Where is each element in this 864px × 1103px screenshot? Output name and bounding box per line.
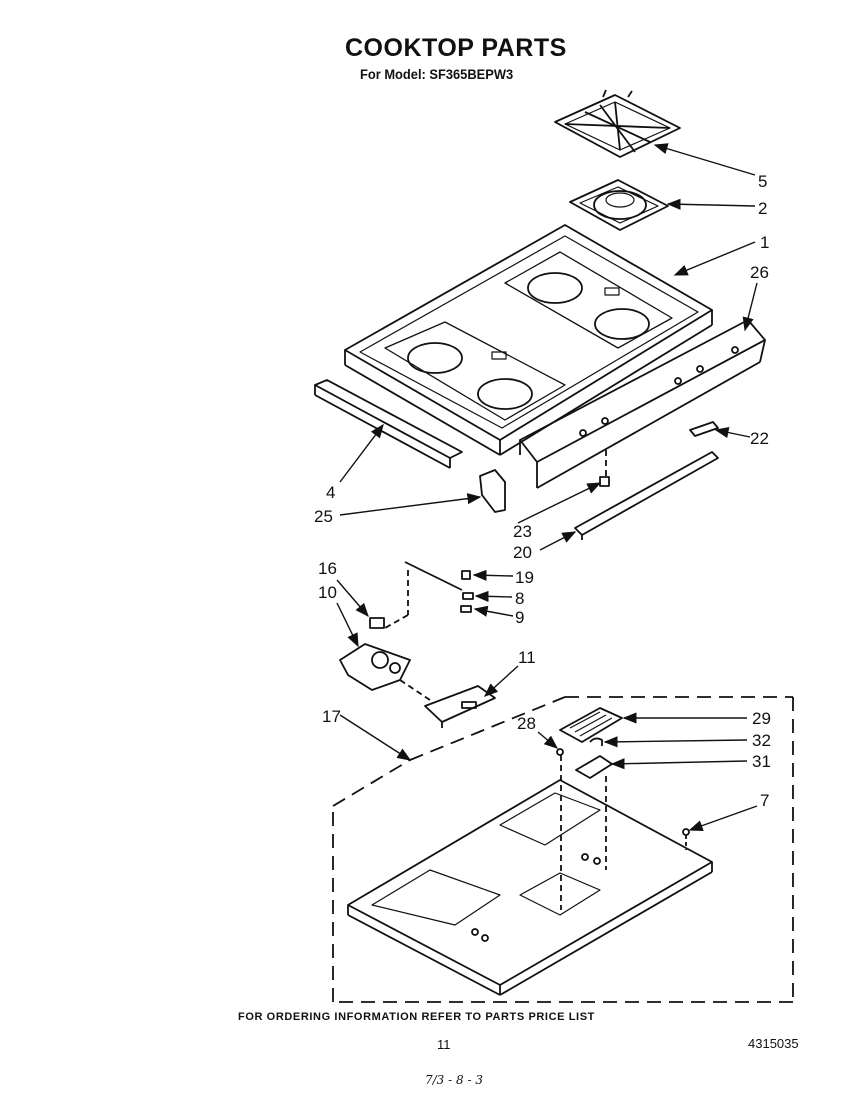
- ignitor-lead: [404, 561, 463, 591]
- callout-9: 9: [515, 608, 524, 627]
- callout-31: 31: [752, 752, 771, 771]
- callout-10: 10: [318, 583, 337, 602]
- lower-strip: [574, 451, 719, 540]
- small-bracket: [689, 421, 719, 437]
- callout-4: 4: [326, 483, 335, 502]
- clip-23: [599, 476, 610, 487]
- vent-grille: [559, 707, 623, 743]
- part-19: [461, 570, 471, 580]
- callout-2: 2: [758, 199, 767, 218]
- callout-28: 28: [517, 714, 536, 733]
- mounting-bracket: [399, 679, 496, 728]
- drip-bowl: [569, 179, 669, 231]
- clip-32: [589, 737, 603, 746]
- cooktop-main: [344, 224, 713, 456]
- callout-25: 25: [314, 507, 333, 526]
- ordering-info-note: FOR ORDERING INFORMATION REFER TO PARTS …: [238, 1011, 595, 1023]
- callout-16: 16: [318, 559, 337, 578]
- page-title: COOKTOP PARTS: [345, 34, 567, 62]
- page-number: 11: [437, 1037, 451, 1052]
- callout-5: 5: [758, 172, 767, 191]
- end-cap: [479, 469, 506, 513]
- callout-23: 23: [513, 522, 532, 541]
- callout-22: 22: [750, 429, 769, 448]
- burner-grate: [554, 89, 681, 158]
- callout-32: 32: [752, 731, 771, 750]
- burner-box-frame: [332, 696, 794, 1003]
- handwritten-note: 7/3 - 8 - 3: [425, 1073, 483, 1087]
- part-9: [460, 605, 472, 613]
- document-number: 4315035: [748, 1036, 799, 1051]
- model-subtitle: For Model: SF365BEPW3: [360, 66, 514, 82]
- manifold-panel: [519, 319, 766, 489]
- callout-11: 11: [518, 648, 536, 667]
- callout-7: 7: [760, 791, 769, 810]
- callout-1: 1: [760, 233, 769, 252]
- front-trim-strip: [314, 379, 463, 469]
- callout-20: 20: [513, 543, 532, 562]
- bracket-31: [575, 755, 613, 779]
- callout-26: 26: [750, 263, 769, 282]
- callout-17: 17: [322, 707, 341, 726]
- callout-19: 19: [515, 568, 534, 587]
- callout-8: 8: [515, 589, 524, 608]
- burner-box: [347, 779, 713, 996]
- part-8: [462, 592, 474, 600]
- screw-7: [682, 828, 690, 836]
- callout-29: 29: [752, 709, 771, 728]
- screw-28: [556, 748, 564, 756]
